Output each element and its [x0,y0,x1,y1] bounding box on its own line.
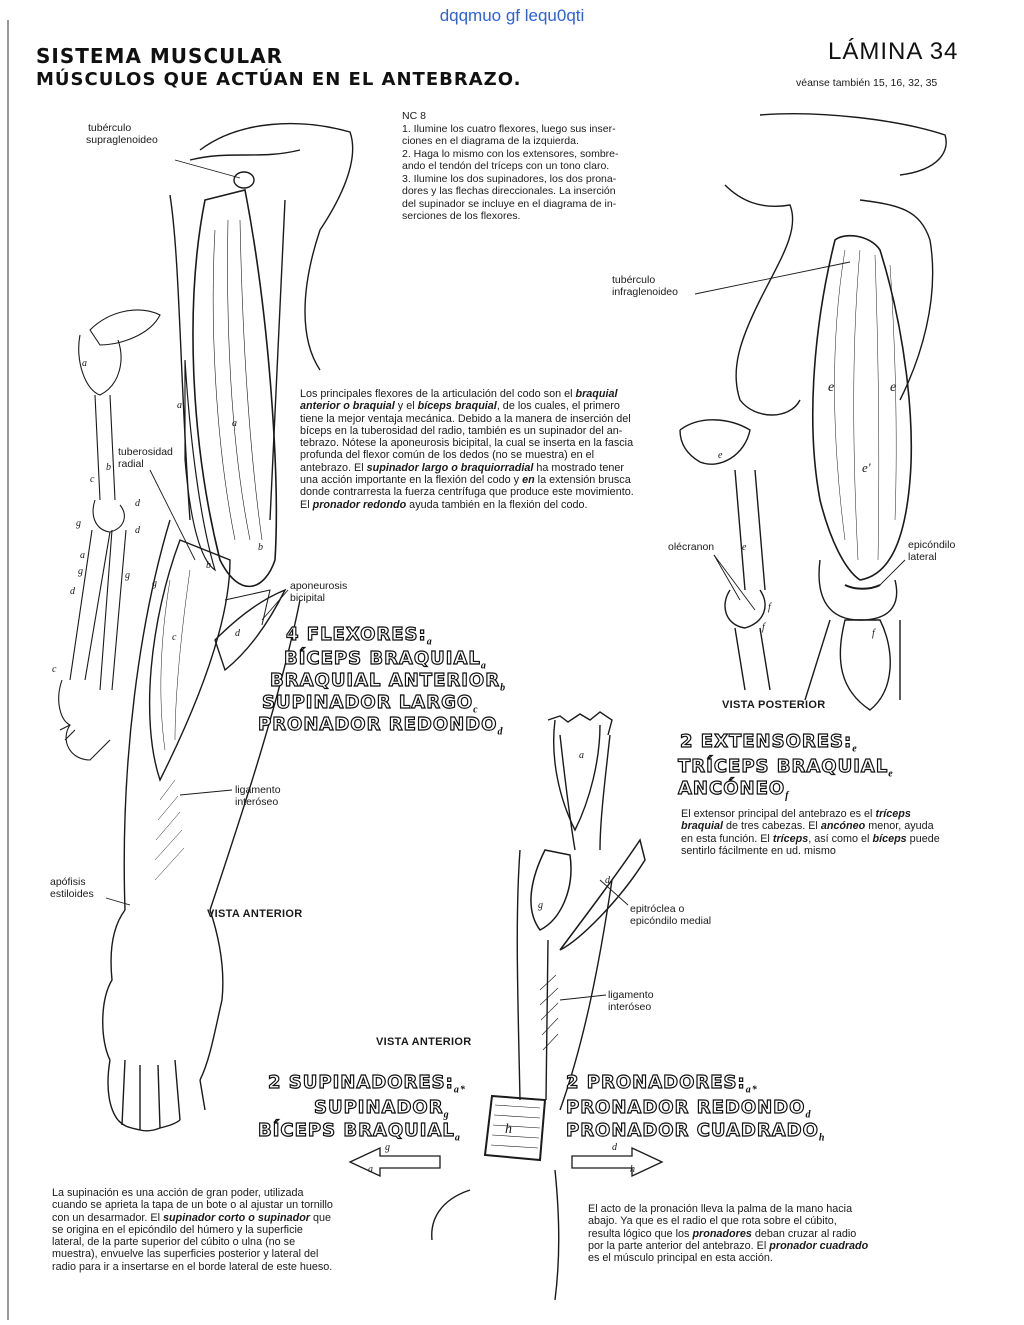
title-line-1: SISTEMA MUSCULAR [36,44,283,68]
supinadores-heading: 2 SUPINADORES:a* [267,1071,466,1096]
extensor-description: El extensor principal del antebrazo es e… [681,808,940,857]
see-also-reference: véanse también 15, 16, 32, 35 [796,77,938,89]
supinador-item: SUPINADORg [313,1096,450,1121]
page-title: SISTEMA MUSCULAR MÚSCULOS QUE ACTÚAN EN … [36,44,521,92]
muscle-letter-d: d [135,498,140,509]
muscle-letter-c: c [90,474,95,485]
muscle-letter-g: g [152,578,157,589]
muscle-letter-a: a [177,400,182,411]
flexor-item: BRAQUIAL ANTERIORb [269,669,507,694]
muscle-letter-g: g [78,566,83,577]
instruction-line: ando el tendón del tríceps con un tono c… [402,160,610,172]
muscle-letter-f: f [762,622,765,633]
anterior-arm-figure [102,122,354,1132]
flexor-item: BÍCEPS BRAQUIALa [283,647,487,672]
muscle-letter-b: b [206,560,211,571]
pronation-supination-figure [348,711,664,1301]
instruction-line: 1. Ilumine los cuatro flexores, luego su… [402,122,616,135]
muscle-letter-b: b [106,462,111,473]
muscle-letter-e-prime: e' [862,460,871,475]
coloring-instructions: NC 8 1. Ilumine los cuatro flexores, lue… [402,110,692,223]
extensor-item: TRÍCEPS BRAQUIALe [677,755,894,780]
instruction-line: dores y las flechas direccionales. La in… [402,185,616,197]
pronation-description: El acto de la pronación lleva la palma d… [588,1203,869,1265]
label-olecranon: olécranon [668,541,715,553]
arrow-tag-g: g [385,1142,390,1153]
supination-description: La supinación es una acción de gran pode… [52,1187,333,1273]
title-line-2: MÚSCULOS QUE ACTÚAN EN EL ANTEBRAZO. [36,69,522,90]
extensor-item: ANCÓNEOf [677,777,790,802]
instructions-code: NC 8 [402,110,426,122]
watermark-text: dqqmuo gf lequ0qti [439,6,585,25]
flexores-heading: 4 FLEXORES:a [285,623,433,648]
muscle-letter-d: d [235,628,240,639]
muscle-letter-a: a [82,358,87,369]
arrow-tag-h: h [630,1164,635,1175]
muscle-letter-e: e [828,380,835,395]
arrow-tag-d: d [612,1142,617,1153]
flexor-item: PRONADOR REDONDOd [257,713,504,738]
muscle-letter-g: g [125,570,130,581]
view-caption-posterior: VISTA POSTERIOR [722,699,826,711]
pronadores-heading: 2 PRONADORES:a* [565,1071,758,1096]
muscle-letter-c: c [172,632,177,643]
flexor-description: Los principales flexores de la articulac… [300,388,634,511]
muscle-letter-a: a [80,550,85,561]
muscle-letter-h: h [505,1122,512,1137]
muscle-letter-e: e [890,380,897,395]
arrow-tag-a: a [368,1164,373,1175]
muscle-letter-f: f [768,602,771,613]
plate-number: LÁMINA 34 [828,38,959,65]
muscle-letter-d: d [605,875,610,886]
instruction-line: serciones de los flexores. [402,210,521,222]
label-leader-lines [105,159,906,1001]
posterior-arm-figure [679,113,947,711]
muscle-letter-g: g [538,900,543,911]
muscle-letter-e: e [742,542,747,553]
skeleton-arm-figure [58,309,161,761]
muscle-letter-a: a [579,750,584,761]
muscle-letter-f: f [872,628,875,639]
muscle-letter-e: e [718,450,723,461]
instruction-line: 2. Haga lo mismo con los extensores, som… [402,147,619,160]
muscle-letter-c: c [52,664,57,675]
muscle-letter-a: a [232,418,237,429]
view-caption-anterior-2: VISTA ANTERIOR [376,1036,472,1048]
instruction-line: del supinador se incluye en el diagrama … [402,197,617,210]
pronador-item: PRONADOR REDONDOd [565,1096,812,1121]
flexor-item: SUPINADOR LARGOc [261,691,479,716]
muscle-letter-d: d [135,525,140,536]
instruction-line: 3. Ilumine los dos supinadores, los dos … [402,172,617,185]
instruction-line: ciones en el diagrama de la izquierda. [402,135,579,147]
muscle-letter-b: b [258,542,263,553]
extensores-heading: 2 EXTENSORES:e [679,730,858,755]
muscle-letter-g: g [76,518,81,529]
muscle-letter-d: d [70,586,75,597]
supinador-item: BÍCEPS BRAQUIALa [257,1119,461,1144]
pronador-item: PRONADOR CUADRADOh [565,1119,826,1144]
view-caption-anterior: VISTA ANTERIOR [207,908,303,920]
